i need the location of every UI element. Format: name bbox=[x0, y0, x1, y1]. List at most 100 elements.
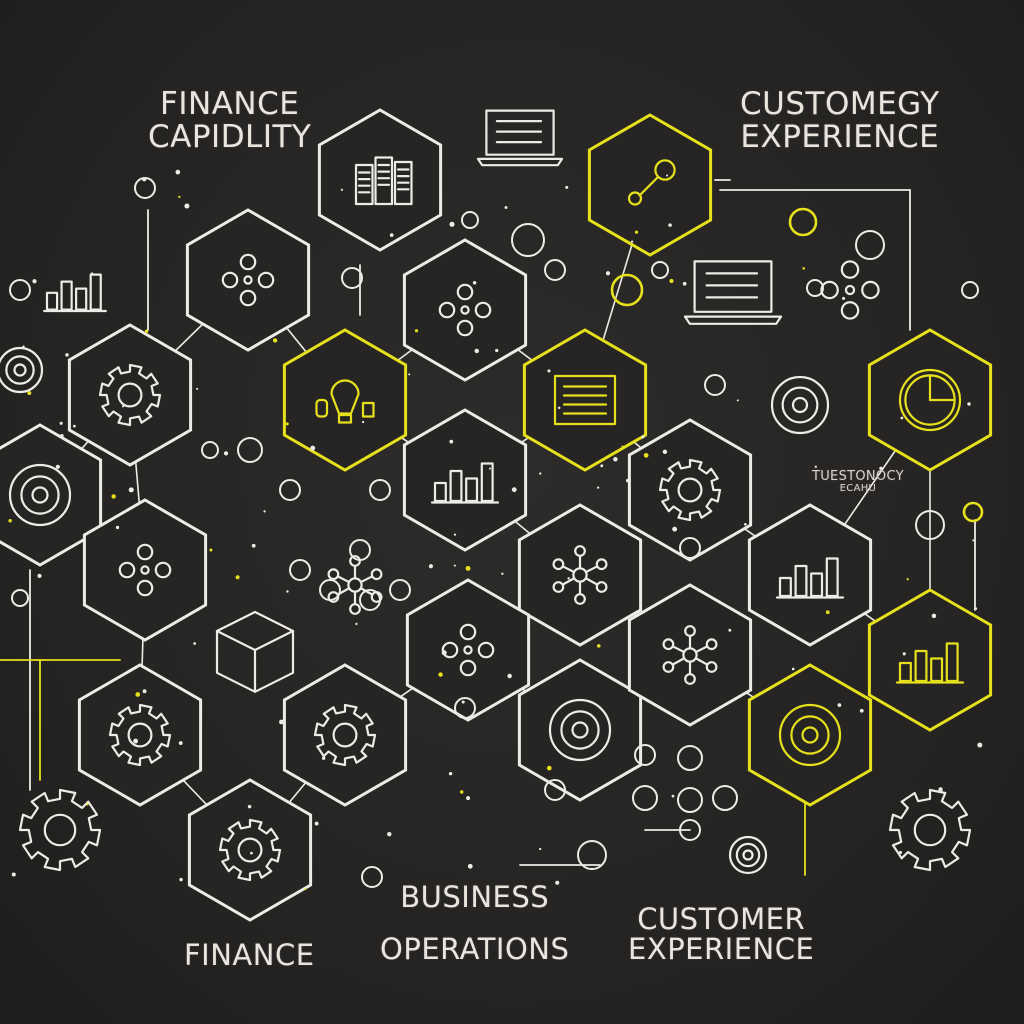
particle-dot bbox=[666, 174, 669, 177]
particle-dot bbox=[178, 195, 181, 199]
network-node bbox=[552, 558, 565, 571]
target-outer bbox=[770, 375, 830, 435]
label-tuestonocy-line2: ECAHU bbox=[839, 482, 877, 494]
hexagon-node bbox=[282, 663, 408, 807]
hexagon-node bbox=[747, 663, 873, 807]
particle-dot bbox=[389, 233, 394, 237]
particle-dot bbox=[175, 169, 181, 175]
particle-dot bbox=[567, 577, 570, 580]
particle-dot bbox=[596, 486, 600, 489]
network-node bbox=[705, 638, 718, 651]
cluster-node bbox=[456, 283, 474, 301]
particle-dot bbox=[596, 644, 601, 648]
particle-dot bbox=[630, 240, 634, 243]
gear-hub bbox=[127, 722, 153, 748]
particle-dot bbox=[507, 673, 512, 679]
particle-dot bbox=[438, 672, 443, 677]
node-circle bbox=[359, 589, 381, 611]
cluster-node bbox=[136, 579, 154, 597]
target-inner bbox=[742, 849, 754, 861]
bar bbox=[480, 462, 494, 503]
particle-dot bbox=[501, 572, 504, 575]
cluster-node bbox=[840, 301, 860, 320]
label-finance: FINANCE bbox=[184, 940, 315, 971]
network-node bbox=[370, 568, 383, 581]
particle-dot bbox=[539, 847, 542, 851]
bulb-side bbox=[315, 398, 329, 418]
target-icon bbox=[770, 375, 830, 435]
network-node bbox=[684, 625, 696, 637]
cluster-icon bbox=[438, 283, 492, 337]
particle-dot bbox=[184, 203, 190, 209]
network-node bbox=[574, 593, 586, 605]
cluster-node bbox=[221, 271, 239, 289]
hexagon-node bbox=[522, 328, 648, 472]
particle-dot bbox=[428, 564, 433, 569]
particle-dot bbox=[973, 607, 978, 611]
cluster-node bbox=[438, 301, 456, 319]
target-outer bbox=[548, 698, 612, 762]
target-mid bbox=[560, 710, 600, 750]
cluster-node bbox=[456, 319, 474, 337]
label-customegy-experience: CUSTOMEGY EXPERIENCE bbox=[740, 88, 940, 153]
particle-dot bbox=[668, 223, 672, 227]
target-icon bbox=[778, 703, 842, 767]
particle-dot bbox=[448, 771, 453, 776]
particle-dot bbox=[179, 877, 183, 882]
network-node bbox=[662, 638, 675, 651]
bar bbox=[794, 564, 808, 598]
particle-dot bbox=[547, 369, 551, 373]
particle-dot bbox=[669, 278, 674, 284]
bulb-icon bbox=[315, 379, 375, 424]
particle-dot bbox=[474, 348, 480, 354]
particle-dot bbox=[321, 756, 326, 760]
particle-dot bbox=[115, 525, 120, 530]
particle-dot bbox=[613, 457, 618, 462]
particle-dot bbox=[449, 221, 455, 227]
pie-icon bbox=[898, 368, 962, 432]
particle-dot bbox=[65, 353, 69, 357]
particle-dot bbox=[32, 279, 37, 284]
hexagon-node bbox=[627, 418, 753, 562]
label-tuestonocy-line1: TUESTONOCY bbox=[812, 469, 904, 484]
cluster-center bbox=[243, 275, 253, 285]
particle-dot bbox=[967, 402, 971, 406]
particle-dot bbox=[449, 439, 454, 444]
particle-dot bbox=[209, 548, 213, 552]
particle-dot bbox=[539, 472, 542, 475]
label-customegy-experience-line1: CUSTOMEGY bbox=[740, 86, 940, 122]
bars-icon bbox=[895, 642, 965, 684]
target-mid bbox=[735, 842, 761, 868]
label-customer-experience-line1: CUSTOMER bbox=[637, 902, 806, 936]
particle-dot bbox=[557, 406, 561, 410]
bulb-base bbox=[337, 413, 353, 424]
node-circle bbox=[577, 840, 607, 870]
particle-dot bbox=[671, 794, 675, 798]
node-circle bbox=[712, 785, 738, 811]
pie-outline bbox=[898, 368, 962, 432]
network-hub bbox=[347, 577, 363, 593]
particle-dot bbox=[972, 539, 975, 542]
hexagon-node bbox=[77, 663, 203, 807]
node-circle bbox=[806, 279, 824, 297]
network-node bbox=[595, 558, 608, 571]
bar bbox=[914, 649, 928, 683]
particle-dot bbox=[565, 185, 569, 189]
label-business-operations: BUSINESS OPERATIONS bbox=[380, 882, 569, 965]
bar bbox=[449, 469, 463, 503]
node-circle bbox=[349, 539, 371, 561]
particle-dot bbox=[555, 880, 560, 885]
target-mid bbox=[20, 475, 60, 515]
bar-chart-icon bbox=[43, 273, 107, 313]
particle-dot bbox=[223, 451, 229, 456]
gear-hub bbox=[913, 813, 947, 847]
particle-dot bbox=[276, 857, 279, 860]
cluster-node bbox=[459, 623, 477, 641]
hexagon-node bbox=[402, 238, 528, 382]
particle-dot bbox=[414, 329, 419, 333]
cluster-node bbox=[118, 561, 136, 579]
particle-dot bbox=[938, 787, 943, 792]
particle-dot bbox=[235, 575, 240, 580]
